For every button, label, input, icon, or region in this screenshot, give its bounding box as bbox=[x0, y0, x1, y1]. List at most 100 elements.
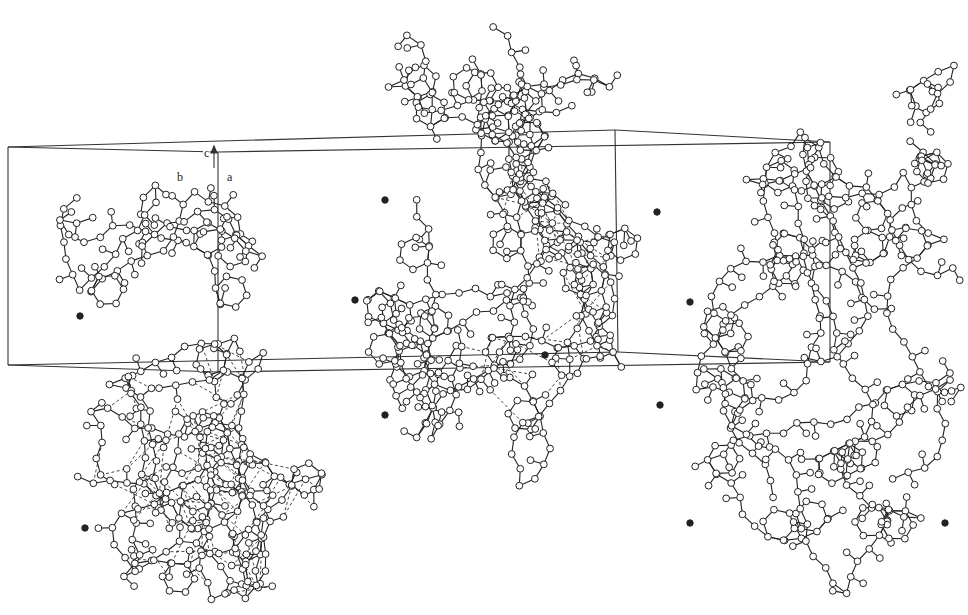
atom bbox=[124, 480, 131, 487]
hydrogen-bond bbox=[537, 198, 561, 238]
atom bbox=[106, 381, 113, 388]
atom bbox=[163, 489, 170, 496]
atom bbox=[122, 554, 129, 561]
atom bbox=[563, 228, 570, 235]
atom bbox=[145, 425, 152, 432]
atom bbox=[98, 399, 105, 406]
atom bbox=[567, 264, 574, 271]
atom bbox=[489, 334, 496, 341]
atom bbox=[216, 442, 223, 449]
hydrogen-bond bbox=[122, 484, 144, 514]
cell-edge bbox=[7, 147, 8, 365]
atom bbox=[177, 524, 184, 531]
atom bbox=[301, 492, 308, 499]
atom bbox=[199, 552, 206, 559]
atom bbox=[147, 520, 154, 527]
atom bbox=[161, 479, 168, 486]
atom bbox=[306, 460, 313, 467]
atom bbox=[532, 426, 539, 433]
atom bbox=[538, 337, 545, 344]
atom bbox=[271, 473, 278, 480]
atom bbox=[130, 486, 137, 493]
atom bbox=[88, 408, 95, 415]
atom bbox=[172, 382, 179, 389]
atom bbox=[280, 514, 287, 521]
atom bbox=[517, 465, 524, 472]
atom bbox=[191, 575, 198, 582]
hydrogen-bond bbox=[182, 453, 202, 486]
atom bbox=[505, 156, 512, 163]
atom bbox=[291, 466, 298, 473]
atom bbox=[93, 455, 100, 462]
atom bbox=[587, 252, 594, 259]
atom bbox=[247, 492, 254, 499]
atom bbox=[213, 394, 220, 401]
atom bbox=[137, 421, 144, 428]
atom bbox=[239, 375, 246, 382]
atom bbox=[549, 359, 556, 366]
atom bbox=[531, 475, 538, 482]
atom bbox=[133, 355, 140, 362]
atom bbox=[557, 387, 564, 394]
atom bbox=[180, 482, 187, 489]
atom bbox=[231, 335, 238, 342]
atom bbox=[229, 530, 236, 537]
atom bbox=[249, 502, 256, 509]
atom bbox=[218, 459, 225, 466]
atom bbox=[142, 541, 149, 548]
atom bbox=[543, 178, 550, 185]
atom bbox=[258, 532, 265, 539]
hydrogen-bond bbox=[227, 432, 250, 454]
atom bbox=[546, 227, 553, 234]
atom bbox=[262, 459, 269, 466]
atom bbox=[235, 425, 242, 432]
cell-edge bbox=[8, 352, 618, 365]
atom bbox=[540, 430, 547, 437]
atom bbox=[128, 390, 135, 397]
atom bbox=[109, 524, 116, 531]
atom bbox=[234, 392, 241, 399]
atom bbox=[607, 279, 614, 286]
atom bbox=[174, 448, 181, 455]
atom bbox=[131, 425, 138, 432]
cell-edge bbox=[218, 362, 830, 372]
hydrogen-bond bbox=[142, 474, 159, 507]
atom bbox=[125, 373, 132, 380]
atom bbox=[186, 547, 193, 554]
atom bbox=[138, 471, 145, 478]
atom bbox=[227, 577, 234, 584]
atom bbox=[196, 565, 203, 572]
hydrogen-bond bbox=[557, 348, 560, 391]
atom bbox=[262, 459, 269, 466]
atom bbox=[228, 562, 235, 569]
atom bbox=[516, 482, 523, 489]
atom bbox=[131, 583, 138, 590]
atom bbox=[206, 526, 213, 533]
atom bbox=[168, 354, 175, 361]
atom bbox=[288, 483, 295, 490]
atom bbox=[123, 466, 130, 473]
bonds bbox=[60, 27, 961, 599]
atom bbox=[188, 525, 195, 532]
atom bbox=[204, 428, 211, 435]
hydrogen-bond bbox=[101, 469, 127, 475]
atom bbox=[189, 517, 196, 524]
atom bbox=[127, 413, 134, 420]
atom bbox=[172, 408, 179, 415]
atom bbox=[231, 587, 238, 594]
atom bbox=[195, 465, 202, 472]
atom bbox=[150, 557, 157, 564]
atom bbox=[95, 525, 102, 532]
atom bbox=[156, 490, 163, 497]
atom bbox=[196, 346, 203, 353]
atom bbox=[554, 344, 561, 351]
atom bbox=[123, 436, 130, 443]
atom bbox=[174, 396, 181, 403]
atom bbox=[517, 188, 524, 195]
atom bbox=[558, 372, 565, 379]
hydrogen-bond bbox=[196, 543, 231, 565]
atom bbox=[204, 502, 211, 509]
atom bbox=[242, 532, 249, 539]
atom bbox=[542, 392, 549, 399]
